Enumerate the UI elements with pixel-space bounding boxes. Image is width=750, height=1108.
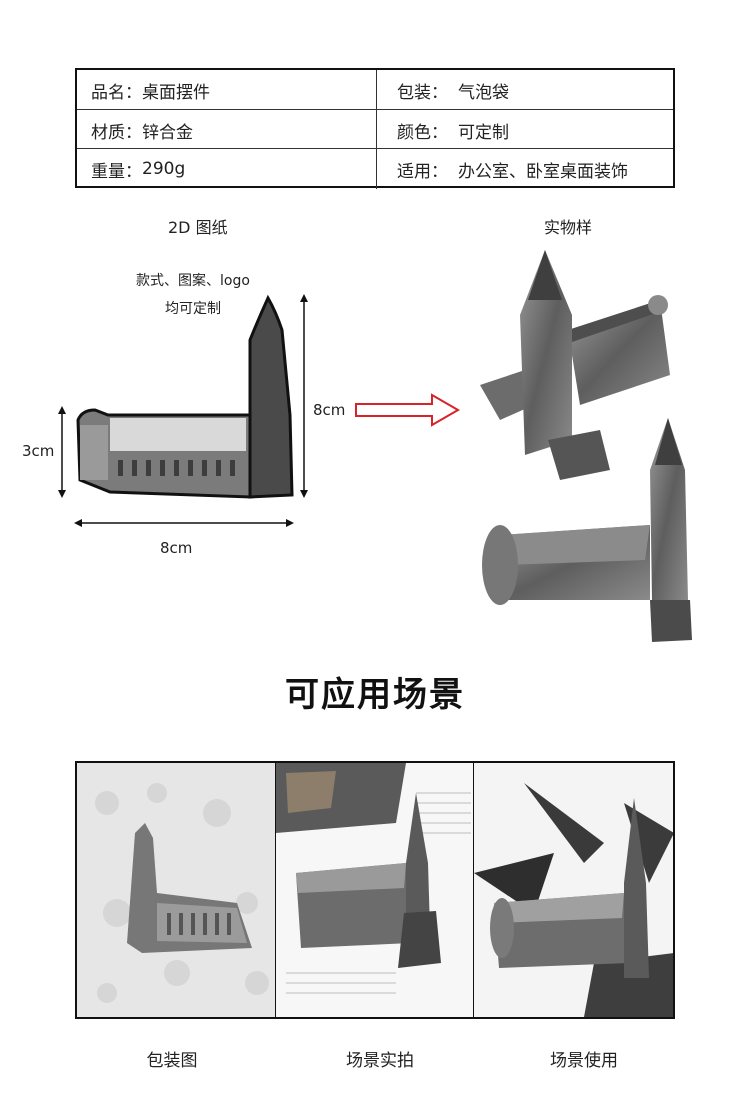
spec-cell-weight: 重量： 290g [77,149,377,189]
drawing-windows [118,460,235,476]
spec-key: 品名： [91,82,142,103]
real-photo-illustration [276,763,473,1017]
custom-note-line1: 款式、图案、logo [136,273,250,289]
tower-label: 8cm [313,401,346,419]
spec-cell-package: 包装： 气泡袋 [377,70,673,110]
spec-row: 重量： 290g 适用： 办公室、卧室桌面装饰 [77,148,673,189]
scene-packaging-photo [77,763,276,1017]
spec-cell-usage: 适用： 办公室、卧室桌面装饰 [377,149,673,189]
spec-value: 气泡袋 [458,82,509,103]
scene-section-title: 可应用场景 [285,675,465,715]
spec-key: 颜色： [397,122,448,143]
drawing-tower [248,294,294,499]
sample-title: 实物样 [544,218,593,237]
sample-model-top [480,250,670,480]
spec-value: 锌合金 [142,122,193,143]
scene-usage-photo [472,763,673,1017]
spec-value: 290g [142,159,186,179]
spec-cell-name: 品名： 桌面摆件 [77,70,377,110]
arrow-right-icon [355,393,461,427]
spec-table: 品名： 桌面摆件 包装： 气泡袋 材质： 锌合金 颜色： 可定制 重量： 290… [75,68,675,189]
spec-row: 品名： 桌面摆件 包装： 气泡袋 [77,70,673,110]
spec-row: 材质： 锌合金 颜色： 可定制 [77,109,673,150]
packaging-photo-illustration [77,763,276,1017]
sample-model-bottom [482,418,692,642]
spec-cell-material: 材质： 锌合金 [77,110,377,150]
usage-photo-illustration [473,763,673,1017]
spec-key: 材质： [91,122,142,143]
spec-value: 办公室、卧室桌面装饰 [458,161,628,182]
caption-real-photo: 场景实拍 [346,1051,414,1071]
custom-note-line2: 均可定制 [165,301,221,317]
drawing-roof [110,418,246,451]
drawing-apse [80,425,108,480]
drawing-title: 2D 图纸 [168,218,228,237]
caption-packaging: 包装图 [146,1051,198,1071]
scene-gallery [75,761,675,1019]
sample-photos [480,250,692,642]
drawing-illustration [58,294,308,527]
spec-value: 可定制 [458,122,509,143]
width-label: 8cm [160,539,193,557]
scene-real-photo [275,763,473,1017]
caption-usage: 场景使用 [550,1051,618,1071]
spec-key: 重量： [91,161,142,182]
height-label: 3cm [22,442,55,460]
spec-cell-color: 颜色： 可定制 [377,110,673,150]
spec-value: 桌面摆件 [142,82,210,103]
spec-key: 包装： [397,82,448,103]
spec-key: 适用： [397,161,448,182]
